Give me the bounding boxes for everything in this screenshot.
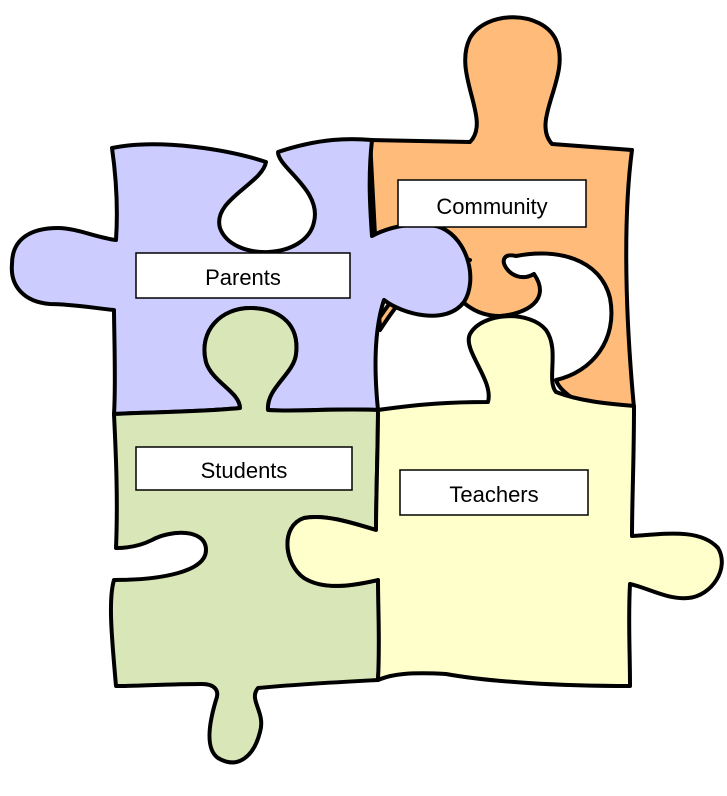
teachers-label: Teachers [449,482,538,507]
parents-label: Parents [205,265,281,290]
students-label-box [135,446,353,491]
parents-label-box [135,252,351,299]
community-label-box [397,179,587,228]
community-label: Community [436,194,547,219]
teachers-label-box [399,469,589,516]
students-label: Students [201,458,288,483]
